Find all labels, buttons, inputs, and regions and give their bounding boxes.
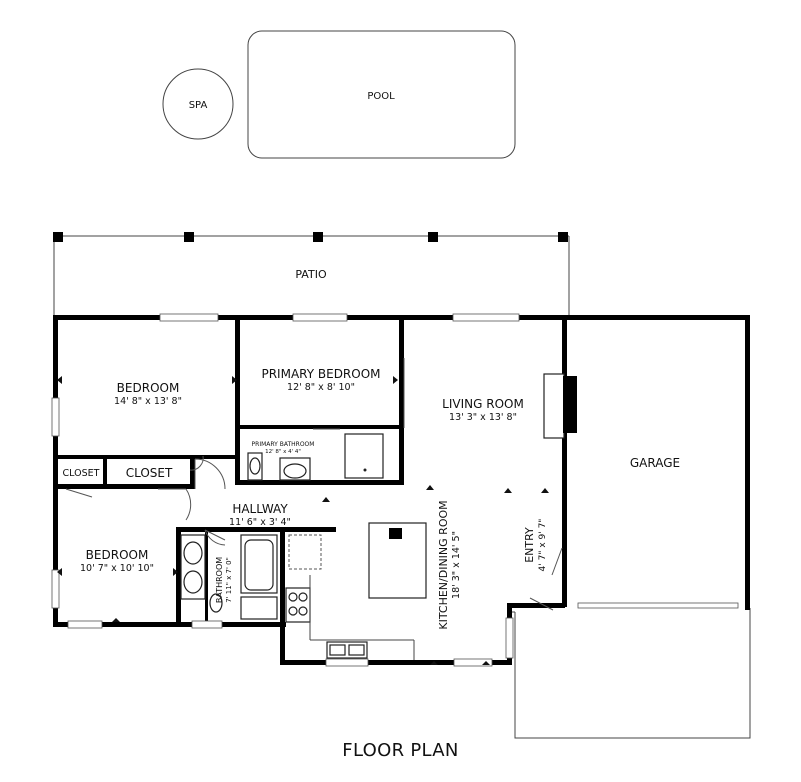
- bedroom-2-name: BEDROOM: [86, 548, 149, 562]
- room-closet-large: CLOSET: [126, 466, 173, 480]
- floor-plan-title: FLOOR PLAN: [342, 740, 459, 761]
- room-bathroom: BATHROOM 7' 11" x 7' 0": [215, 557, 233, 603]
- room-primary-bathroom: PRIMARY BATHROOM 12' 8" x 4' 4": [252, 441, 315, 455]
- walls: [53, 315, 750, 665]
- kitchen-fixtures: [285, 522, 427, 660]
- pool: POOL: [247, 30, 516, 159]
- room-entry: ENTRY 4' 7" x 9' 7": [523, 519, 548, 572]
- bedroom-2-size: 10' 7" x 10' 10": [80, 563, 154, 574]
- bedroom-1-size: 14' 8" x 13' 8": [114, 396, 182, 407]
- primary-bathroom-name: PRIMARY BATHROOM: [252, 441, 315, 448]
- driveway: [509, 608, 751, 739]
- doors: [65, 358, 563, 611]
- closet-large-name: CLOSET: [126, 466, 173, 480]
- room-primary-bedroom: PRIMARY BEDROOM 12' 8" x 8' 10": [261, 367, 380, 393]
- patio-label: PATIO: [295, 268, 327, 281]
- room-kitchen-dining: KITCHEN/DINING ROOM 18' 3" x 14' 5": [437, 500, 462, 629]
- room-living-room: LIVING ROOM 13' 3" x 13' 8": [442, 397, 524, 423]
- spa: SPA: [162, 68, 234, 140]
- fireplace: [543, 373, 577, 439]
- primary-bedroom-size: 12' 8" x 8' 10": [287, 382, 355, 393]
- kitchen-dining-name: KITCHEN/DINING ROOM: [437, 500, 450, 629]
- patio: PATIO: [53, 232, 570, 316]
- closet-small-name: CLOSET: [63, 468, 100, 479]
- room-bedroom-1: BEDROOM 14' 8" x 13' 8": [114, 381, 182, 407]
- bedroom-1-name: BEDROOM: [117, 381, 180, 395]
- pool-label: POOL: [367, 91, 395, 102]
- room-hallway: HALLWAY 11' 6" x 3' 4": [229, 502, 291, 528]
- windows: [51, 313, 739, 667]
- room-garage: GARAGE: [630, 456, 680, 470]
- bathroom-size: 7' 11" x 7' 0": [225, 557, 233, 603]
- spa-label: SPA: [189, 100, 208, 111]
- primary-bath-fixtures: [247, 433, 384, 481]
- hallway-size: 11' 6" x 3' 4": [229, 517, 291, 528]
- bathroom-fixtures: [180, 534, 278, 620]
- room-bedroom-2: BEDROOM 10' 7" x 10' 10": [80, 548, 154, 574]
- entry-size: 4' 7" x 9' 7": [538, 519, 548, 572]
- opening-markers: [57, 376, 549, 665]
- bathroom-name: BATHROOM: [215, 557, 224, 603]
- primary-bathroom-size: 12' 8" x 4' 4": [265, 449, 301, 455]
- living-room-size: 13' 3" x 13' 8": [449, 412, 517, 423]
- living-room-name: LIVING ROOM: [442, 397, 524, 411]
- garage-name: GARAGE: [630, 456, 680, 470]
- entry-name: ENTRY: [523, 527, 536, 563]
- primary-bedroom-name: PRIMARY BEDROOM: [261, 367, 380, 381]
- hallway-name: HALLWAY: [232, 502, 288, 516]
- kitchen-dining-size: 18' 3" x 14' 5": [451, 531, 462, 599]
- room-closet-small: CLOSET: [63, 468, 100, 479]
